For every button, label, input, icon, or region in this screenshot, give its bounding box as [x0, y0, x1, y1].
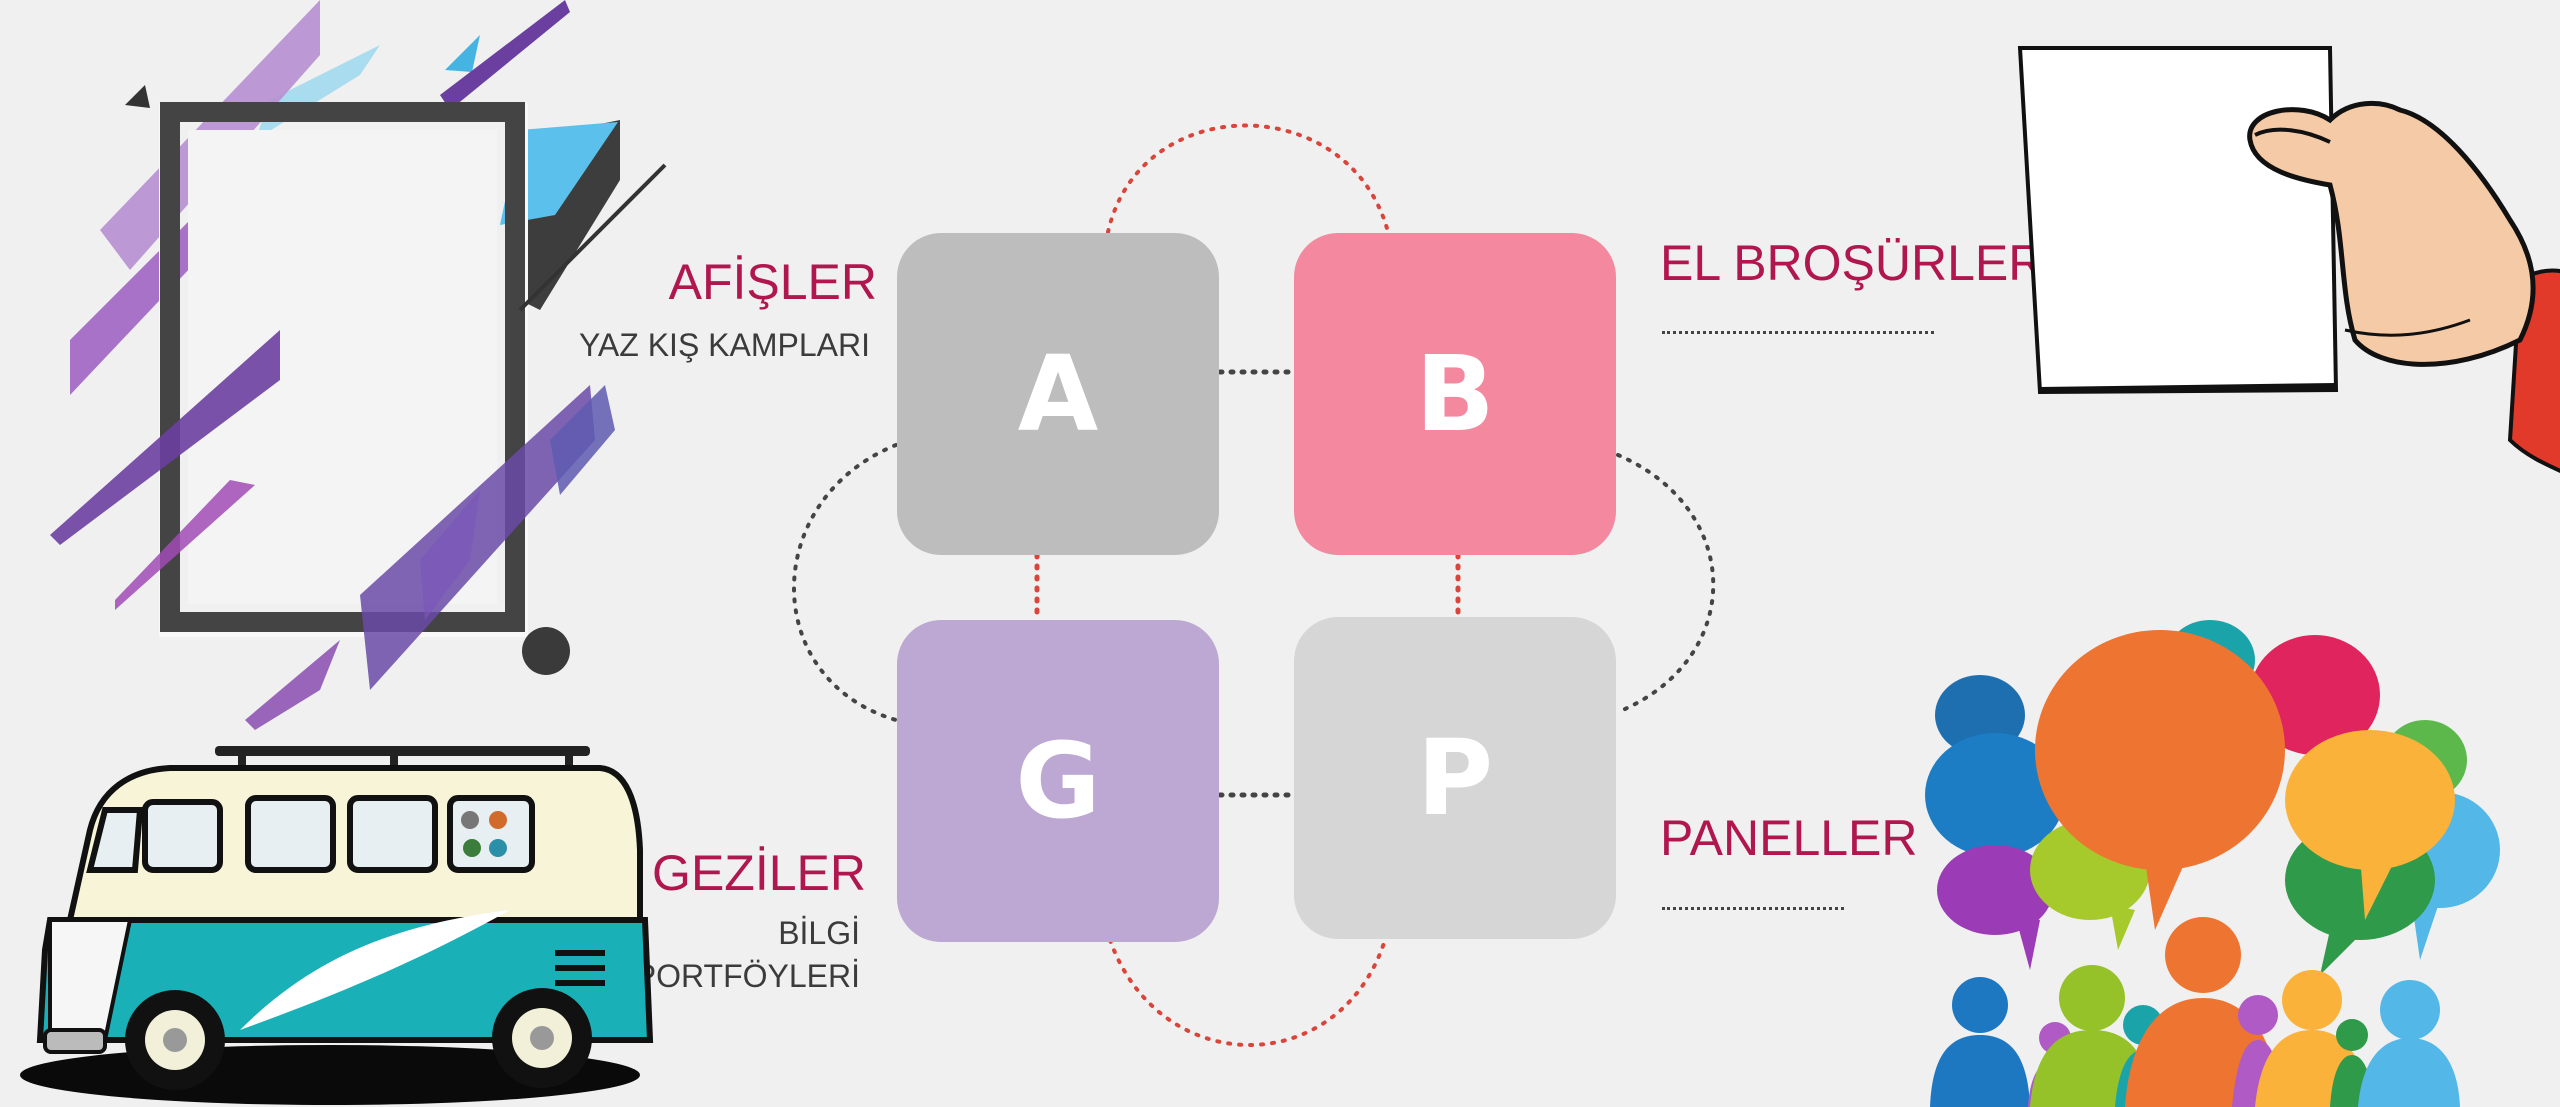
poster-frame-illustration — [50, 0, 667, 730]
hand-holding-paper-illustration — [2017, 46, 2560, 473]
brosurler-title: EL BROŞÜRLERİ — [1660, 235, 2059, 291]
top-arc-connector — [1106, 123, 1390, 234]
camper-van-illustration — [20, 746, 654, 1105]
geziler-subtitle-line1: BİLGİ — [778, 915, 860, 951]
tile-p: P — [1294, 617, 1616, 939]
tile-g-letter: G — [1015, 720, 1101, 842]
bottom-arc-connector — [1108, 938, 1387, 1047]
tile-a-letter: A — [1017, 333, 1099, 455]
afisler-title: AFİŞLER — [668, 254, 877, 310]
afisler-subtitle: YAZ KIŞ KAMPLARI — [578, 327, 870, 363]
tile-g: G — [897, 620, 1219, 942]
tile-b: B — [1294, 233, 1616, 555]
paneller-dotted-line — [1662, 907, 1844, 910]
geziler-subtitle: BİLGİ PORTFÖYLERİ — [635, 912, 860, 998]
tile-a: A — [897, 233, 1219, 555]
tile-p-letter: P — [1416, 717, 1494, 839]
left-arc-connector — [792, 443, 898, 722]
speech-bubbles-crowd-illustration — [1925, 620, 2500, 1107]
brosurler-dotted-line — [1662, 331, 1934, 334]
geziler-title: GEZİLER — [652, 845, 866, 901]
tile-b-letter: B — [1415, 333, 1495, 455]
crowd-silhouettes — [1930, 917, 2460, 1107]
geziler-subtitle-line2: PORTFÖYLERİ — [634, 958, 860, 995]
paneller-title: PANELLER — [1660, 810, 1918, 866]
right-arc-connector — [1616, 453, 1716, 714]
